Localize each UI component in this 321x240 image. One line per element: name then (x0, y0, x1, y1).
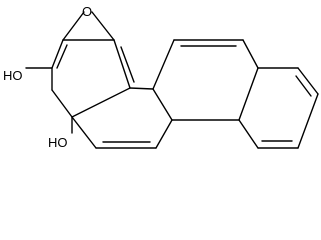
bond (71, 116, 97, 149)
epoxide-oxygen-label: O (82, 4, 92, 19)
bond (155, 119, 173, 149)
bond (238, 67, 259, 121)
ring-c (152, 39, 259, 121)
bond (152, 39, 175, 90)
bond (62, 11, 85, 41)
bond (129, 87, 154, 90)
hydroxyl-upper-label: HO (3, 68, 23, 83)
bond (113, 39, 131, 89)
bond (238, 119, 259, 149)
hydroxyl-lower-label: HO (48, 135, 68, 150)
chemical-structure: O HO HO (3, 4, 319, 150)
bond (91, 11, 115, 41)
bond (297, 93, 319, 149)
bond (297, 67, 319, 95)
bond (71, 87, 131, 118)
bond (56, 44, 68, 69)
bond (295, 75, 312, 97)
bond (242, 39, 259, 69)
ring-d (238, 67, 319, 149)
ring-b (71, 87, 173, 149)
bond (120, 46, 135, 83)
ring-a (51, 39, 135, 118)
bond (51, 89, 73, 118)
epoxide-ring (62, 11, 115, 41)
bond (51, 39, 64, 69)
bond (152, 88, 173, 121)
